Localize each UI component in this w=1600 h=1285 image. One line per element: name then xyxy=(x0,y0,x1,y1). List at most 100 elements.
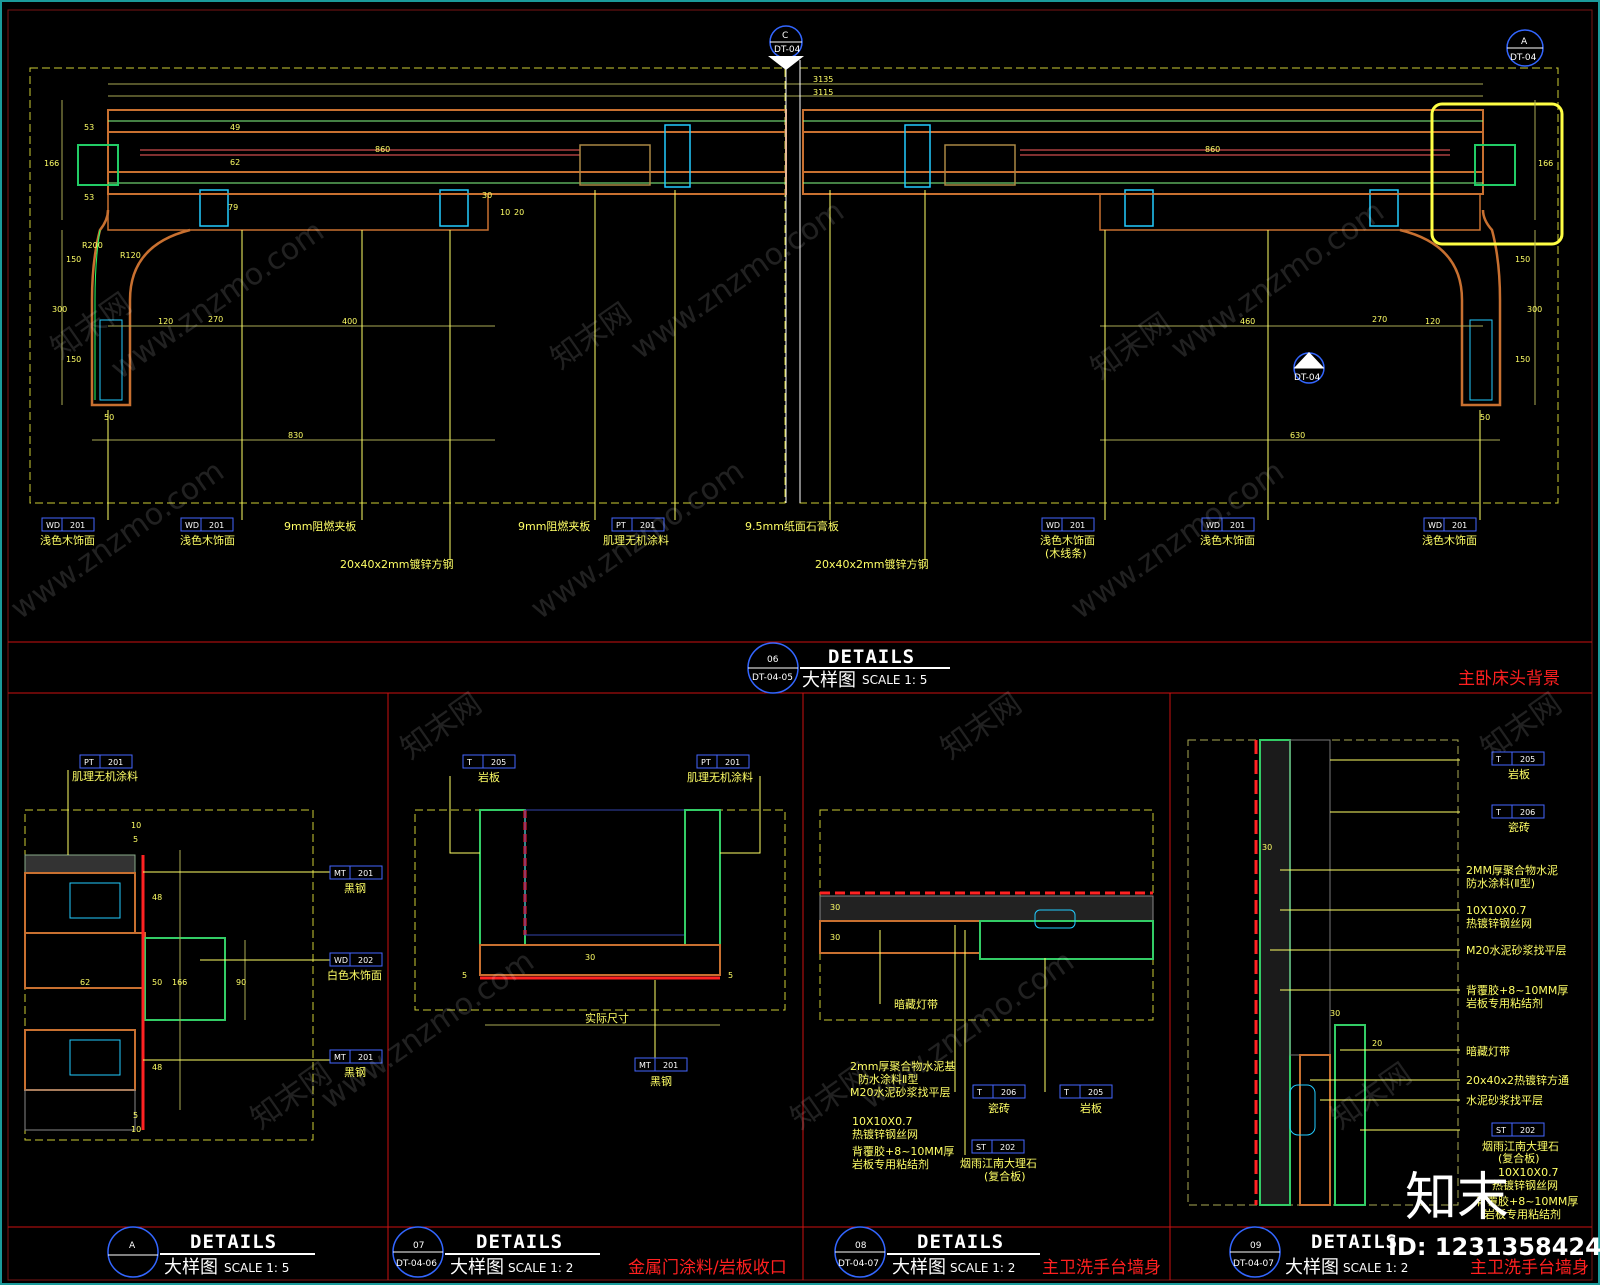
p8-tag-2a: ST xyxy=(976,1143,986,1152)
a-tag-4a: MT xyxy=(334,1053,346,1062)
p7-tag-3b: 201 xyxy=(663,1061,678,1070)
brand-watermark: 知末 xyxy=(1405,1168,1509,1228)
p8-label-waterproof-2: 防水涂料Ⅱ型 xyxy=(858,1072,918,1086)
dim-right-150b: 150 xyxy=(1515,355,1530,364)
dim-right-150a: 150 xyxy=(1515,255,1530,264)
a-dim-166: 166 xyxy=(172,978,187,987)
a-tag-2b: 201 xyxy=(358,869,373,878)
p9-label-adhesive-2: 岩板专用粘结剂 xyxy=(1466,996,1543,1010)
a-tag-1a: PT xyxy=(84,758,94,767)
title-09-name: 主卫洗手台墙身 xyxy=(1470,1258,1589,1278)
p9-label-adhesive-b-2: 岩板专用粘结剂 xyxy=(1484,1207,1561,1221)
p9-label-marble: 烟雨江南大理石 xyxy=(1482,1139,1559,1153)
svg-text:知末网: 知末网 xyxy=(1085,306,1179,386)
p9-label-tube: 20x40x2热镀锌方通 xyxy=(1466,1073,1569,1087)
a-label-steel-1: 黑钢 xyxy=(344,882,366,895)
p7-tag-1a: T xyxy=(466,758,472,767)
title-07-num: 07 xyxy=(413,1241,424,1251)
a-label-steel-2: 黑钢 xyxy=(344,1066,366,1079)
label-gypsum: 9.5mm纸面石膏板 xyxy=(745,519,839,533)
title-07-details: DETAILS xyxy=(476,1231,563,1253)
title-06-num: 06 xyxy=(767,655,779,665)
panel-a-tags xyxy=(79,754,383,1064)
p9-dim-30b: 30 xyxy=(1330,1009,1340,1018)
dim-62: 62 xyxy=(230,158,240,167)
a-dim-10b: 10 xyxy=(131,1125,141,1134)
title-09-num: 09 xyxy=(1250,1241,1262,1251)
p9-label-tile: 瓷砖 xyxy=(1508,820,1530,834)
title-07-cn: 大样图 xyxy=(450,1257,504,1278)
p7-label-actual-size: 实际尺寸 xyxy=(585,1011,629,1025)
svg-text:www.znzmo.com: www.znzmo.com xyxy=(1165,194,1391,367)
panel-07-detail xyxy=(414,776,786,1064)
label-wood-2: 浅色木饰面 xyxy=(180,533,235,547)
p7-tag-3a: MT xyxy=(639,1061,651,1070)
p7-dim-5a: 5 xyxy=(462,971,467,980)
p8-label-adhesive-2: 岩板专用粘结剂 xyxy=(852,1157,929,1171)
dim-right-166: 166 xyxy=(1538,159,1553,168)
label-wood-3-sub: (木线条) xyxy=(1045,546,1087,560)
dim-left-270: 270 xyxy=(208,315,223,324)
tag-1b: 201 xyxy=(70,521,85,530)
dim-10: 10 xyxy=(500,208,510,217)
tag-4a: WD xyxy=(1046,521,1060,530)
title-09-cn: 大样图 xyxy=(1285,1257,1339,1278)
p7-label-paint: 肌理无机涂料 xyxy=(687,770,753,784)
p8-tag-2b: 202 xyxy=(1000,1143,1015,1152)
p8-tag-1a: T xyxy=(976,1088,982,1097)
dim-53b: 53 xyxy=(84,193,94,202)
a-tag-4b: 201 xyxy=(358,1053,373,1062)
panel-09-tags xyxy=(1491,751,1545,1137)
tag-6b: 201 xyxy=(1452,521,1467,530)
tag-4b: 201 xyxy=(1070,521,1085,530)
panel-07-tags xyxy=(462,754,750,1072)
dim-overall-1: 3135 xyxy=(813,75,833,84)
p8-label-marble-2: (复合板) xyxy=(984,1169,1026,1183)
svg-text:知末网: 知末网 xyxy=(1325,1056,1419,1136)
p8-label-led: 暗藏灯带 xyxy=(894,997,938,1011)
label-steel-1: 20x40x2mm镀锌方钢 xyxy=(340,557,453,571)
inner-frame xyxy=(7,9,1593,1281)
p8-tag-3a: T xyxy=(1063,1088,1069,1097)
p7-dim-30: 30 xyxy=(585,953,595,962)
a-dim-48b: 48 xyxy=(152,1063,162,1072)
label-plywood-1: 9mm阻燃夹板 xyxy=(284,519,356,533)
title-graphics xyxy=(107,642,1281,1278)
tag-5a: WD xyxy=(1206,521,1220,530)
title-06-scale: SCALE 1: 5 xyxy=(862,673,927,687)
dim-left-50: 50 xyxy=(104,413,114,422)
title-08-name: 主卫洗手台墙身 xyxy=(1042,1258,1161,1278)
callout-b-ref: DT-04 xyxy=(1294,373,1321,383)
id-watermark: ID: 1231358424 xyxy=(1388,1233,1600,1261)
p8-label-mesh-2: 热镀锌钢丝网 xyxy=(852,1127,918,1141)
label-paint: 肌理无机涂料 xyxy=(603,533,669,547)
dim-left-150b: 150 xyxy=(66,355,81,364)
dim-49: 49 xyxy=(230,123,240,132)
dim-left-120: 120 xyxy=(158,317,173,326)
tag-3a: PT xyxy=(616,521,626,530)
panel-08-detail xyxy=(819,809,1154,1155)
dim-left-830: 830 xyxy=(288,431,303,440)
svg-text:www.znzmo.com: www.znzmo.com xyxy=(1065,454,1291,627)
top-detail xyxy=(29,25,1564,560)
tag-2a: WD xyxy=(185,521,199,530)
p9-label-mortar: M20水泥砂浆找平层 xyxy=(1466,943,1567,957)
dim-20: 20 xyxy=(514,208,524,217)
p9-label-waterproof: 2MM厚聚合物水泥 xyxy=(1466,863,1558,877)
p9-label-mesh-b: 10X10X0.7 xyxy=(1498,1166,1559,1179)
p8-label-mortar: M20水泥砂浆找平层 xyxy=(850,1085,951,1099)
p9-label-leveling: 水泥砂浆找平层 xyxy=(1466,1093,1543,1107)
a-dim-10a: 10 xyxy=(131,821,141,830)
callout-c-letter: C xyxy=(782,31,788,41)
p8-label-marble: 烟雨江南大理石 xyxy=(960,1156,1037,1170)
dim-overall-2: 3115 xyxy=(813,88,833,97)
dim-right-860: 860 xyxy=(1205,145,1220,154)
a-tag-3a: WD xyxy=(334,956,348,965)
a-tag-1b: 201 xyxy=(108,758,123,767)
callout-highlight-box xyxy=(1430,102,1564,246)
p8-label-slab: 岩板 xyxy=(1080,1101,1102,1115)
title-09-details: DETAILS xyxy=(1311,1231,1398,1253)
dim-right-270: 270 xyxy=(1372,315,1387,324)
p9-label-waterproof-2: 防水涂料(Ⅱ型) xyxy=(1466,876,1535,890)
p9-tag-1a: T xyxy=(1495,755,1501,764)
